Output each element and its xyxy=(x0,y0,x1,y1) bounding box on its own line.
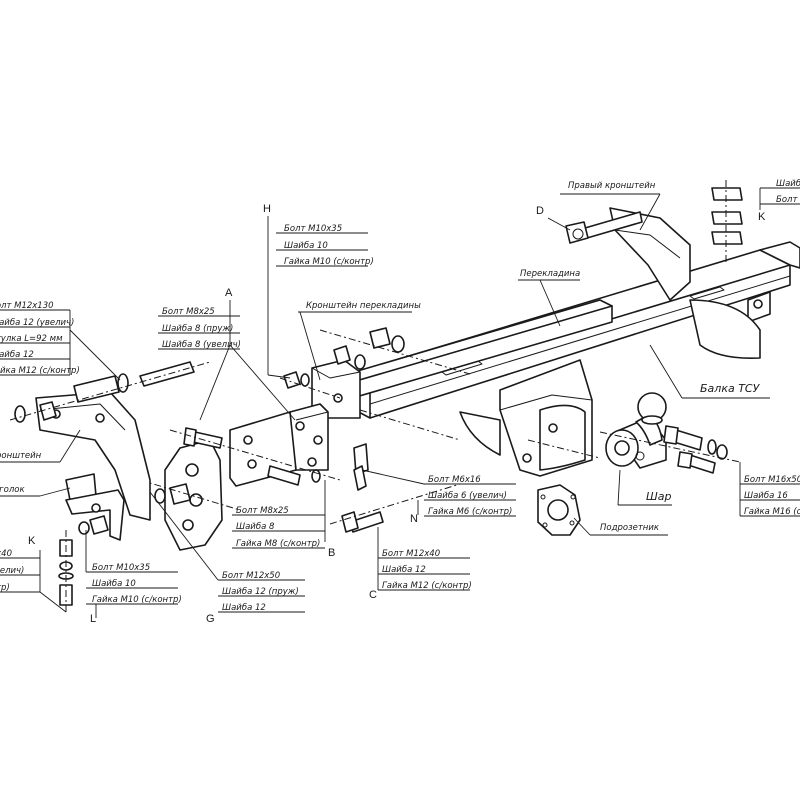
hw-b-washer: Шайба 8 xyxy=(236,522,275,532)
corner-piece xyxy=(65,473,125,541)
l-nuts xyxy=(78,515,109,535)
hw-l-nut: Гайка М10 (с/контр) xyxy=(92,595,182,605)
callout-k-left: K xyxy=(28,535,36,547)
h-hardware xyxy=(279,371,341,399)
ball-bolts xyxy=(599,425,741,474)
hw-list-b: Болт М8х25 Шайба 8 Гайка М8 (с/контр) xyxy=(236,506,320,549)
hw-c-nut: Гайка М12 (с/контр) xyxy=(382,581,472,591)
right-bracket xyxy=(609,207,761,360)
hw-ball-nut: Гайка М16 (с/контр) xyxy=(744,507,800,517)
callout-l: L xyxy=(90,613,96,625)
left-long-bolt xyxy=(9,361,211,423)
leaders xyxy=(0,187,800,618)
hw-g-washer-spring: Шайба 12 (пруж) xyxy=(222,587,299,597)
hw-c-bolt: Болт М12х40 xyxy=(382,549,440,559)
left-plate-assembly xyxy=(164,403,329,551)
hw-list-k-right: Шайба Болт xyxy=(776,179,800,205)
label-corner: Уголок xyxy=(0,485,25,495)
callout-k-right: K xyxy=(758,211,766,223)
callout-c: C xyxy=(369,589,377,601)
hw-g-washer: Шайба 12 xyxy=(222,603,266,613)
label-socket-plate: Подрозетник xyxy=(600,523,660,533)
hw-n-bolt: Болт М6х16 xyxy=(428,475,481,485)
bolt-d xyxy=(565,211,643,244)
hw-a-bolt: Болт М8х25 xyxy=(162,307,215,317)
hw-list-n: Болт М6х16 Шайба 6 (увелич) Гайка М6 (с/… xyxy=(428,475,512,517)
hw-h-washer: Шайба 10 xyxy=(284,241,328,251)
label-crossbar-bracket: Кронштейн перекладины xyxy=(306,301,421,311)
hw-list-left: Болт М12х130 Шайба 12 (увелич) Втулка L=… xyxy=(0,301,80,376)
hw-k-left-washer: Шайба 10 (увелич) xyxy=(0,566,24,576)
label-ball: Шар xyxy=(646,490,672,503)
hw-k-right-washer: Шайба xyxy=(776,179,800,189)
hw-ball-washer: Шайба 16 xyxy=(744,491,788,501)
hw-b-bolt: Болт М8х25 xyxy=(236,506,289,516)
label-crossbar: Перекладина xyxy=(520,269,580,279)
left-bracket xyxy=(35,391,151,521)
hw-l-washer: Шайба 10 xyxy=(92,579,136,589)
hw-ball-bolt: Болт М16х50 xyxy=(744,475,800,485)
callout-a: A xyxy=(225,287,233,299)
a-b-bolts xyxy=(139,427,341,511)
upper-nuts xyxy=(319,327,471,375)
hw-left-sleeve: Втулка L=92 мм xyxy=(0,334,63,344)
hw-left-nut: Гайка М12 (с/контр) xyxy=(0,366,80,376)
hw-c-washer: Шайба 12 xyxy=(382,565,426,575)
hw-list-ball: Болт М16х50 Шайба 16 Гайка М16 (с/контр) xyxy=(744,475,800,517)
hw-list-g: Болт М12х50 Шайба 12 (пруж) Шайба 12 xyxy=(222,571,299,613)
hw-a-washer-large: Шайба 8 (увелич) xyxy=(162,340,241,350)
hw-b-nut: Гайка М8 (с/контр) xyxy=(236,539,320,549)
label-right-bracket: Правый кронштейн xyxy=(568,181,656,191)
hw-h-bolt: Болт М10х35 xyxy=(284,224,342,234)
hw-n-washer: Шайба 6 (увелич) xyxy=(428,491,507,501)
callout-b: B xyxy=(328,547,335,559)
tow-ball xyxy=(605,392,667,469)
hw-list-k-left: М10х40 Шайба 10 (увелич) Гайка М10 (с/ко… xyxy=(0,549,24,593)
callout-g: G xyxy=(206,613,215,625)
callout-n: N xyxy=(410,513,418,525)
hw-k-left-nut: Гайка М10 (с/контр) xyxy=(0,583,10,593)
hw-h-nut: Гайка М10 (с/контр) xyxy=(284,257,374,267)
center-bracket xyxy=(459,359,593,477)
k-left-stack xyxy=(58,530,74,612)
callout-h: H xyxy=(263,203,271,215)
hw-k-left-bolt: М10х40 xyxy=(0,549,12,559)
hw-k-right-bolt: Болт xyxy=(776,195,798,205)
hw-list-a: Болт М8х25 Шайба 8 (пруж) Шайба 8 (увели… xyxy=(162,307,241,350)
socket-plate xyxy=(537,484,581,536)
label-beam: Балка ТСУ xyxy=(700,382,761,395)
hw-list-c: Болт М12х40 Шайба 12 Гайка М12 (с/контр) xyxy=(382,549,472,591)
k-right-stack xyxy=(711,180,743,262)
hw-n-nut: Гайка М6 (с/контр) xyxy=(428,507,512,517)
hw-left-washer: Шайба 12 xyxy=(0,350,34,360)
hw-list-l: Болт М10х35 Шайба 10 Гайка М10 (с/контр) xyxy=(92,563,182,605)
hw-l-bolt: Болт М10х35 xyxy=(92,563,150,573)
hw-left-bolt: Болт М12х130 xyxy=(0,301,54,311)
hw-a-washer-spring: Шайба 8 (пруж) xyxy=(162,324,233,334)
label-left-bracket: Кронштейн xyxy=(0,451,42,461)
callout-d: D xyxy=(536,205,544,217)
n-c-bolts xyxy=(329,443,461,533)
hw-list-h: Болт М10х35 Шайба 10 Гайка М10 (с/контр) xyxy=(284,224,374,267)
hw-g-bolt: Болт М12х50 xyxy=(222,571,280,581)
hw-left-washer-large: Шайба 12 (увелич) xyxy=(0,318,74,328)
